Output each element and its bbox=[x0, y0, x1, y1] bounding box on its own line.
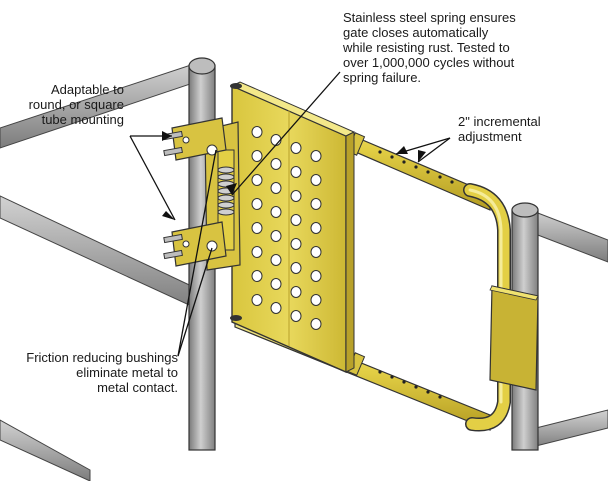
callout-spring-line: while resisting rust. Tested to bbox=[343, 40, 510, 55]
adjustment-holes-top bbox=[378, 150, 454, 184]
leader-lines bbox=[129, 71, 451, 357]
adjustment-holes-bottom bbox=[378, 370, 442, 399]
callout-bushings: Friction reducing bushings eliminate met… bbox=[26, 350, 178, 395]
leader-spring bbox=[231, 71, 341, 196]
right-bottom-rail bbox=[527, 409, 608, 449]
callout-bushings-line: Friction reducing bushings bbox=[26, 350, 178, 365]
leader-bushing-a bbox=[177, 247, 213, 357]
gate-pivot-caps bbox=[230, 83, 242, 321]
callout-adjustment-line: adjustment bbox=[458, 129, 522, 144]
callout-adaptable-line: tube mounting bbox=[41, 112, 124, 127]
callout-spring-line: over 1,000,000 cycles without bbox=[343, 55, 515, 70]
callout-bushings-line: metal contact. bbox=[97, 380, 178, 395]
leader-adjust-b bbox=[417, 137, 451, 163]
callout-adjustment: 2" incremental adjustment bbox=[458, 114, 541, 144]
mount-bracket-top bbox=[171, 117, 227, 161]
leader-bushing-b bbox=[177, 149, 217, 357]
leader-adapt-bottom bbox=[129, 135, 176, 221]
callout-spring-line: spring failure. bbox=[343, 70, 422, 85]
left-bottom-rail bbox=[0, 419, 91, 481]
latch-paddle bbox=[489, 285, 539, 391]
callout-spring-line: Stainless steel spring ensures bbox=[343, 10, 516, 25]
callout-adaptable: Adaptable to round, or square tube mount… bbox=[29, 82, 124, 127]
callout-spring-line: gate closes automatically bbox=[343, 25, 489, 40]
callout-spring: Stainless steel spring ensures gate clos… bbox=[343, 10, 516, 85]
gate-perforations bbox=[251, 126, 322, 330]
callout-adaptable-line: Adaptable to bbox=[50, 82, 124, 97]
spring-coil-icon bbox=[217, 166, 235, 216]
callout-adaptable-line: round, or square bbox=[28, 97, 124, 112]
right-top-rail bbox=[529, 209, 608, 263]
callout-bushings-line: eliminate metal to bbox=[76, 365, 178, 380]
arrowheads bbox=[162, 131, 426, 220]
callout-adjustment-line: 2" incremental bbox=[458, 114, 541, 129]
threaded-studs bbox=[163, 130, 183, 260]
